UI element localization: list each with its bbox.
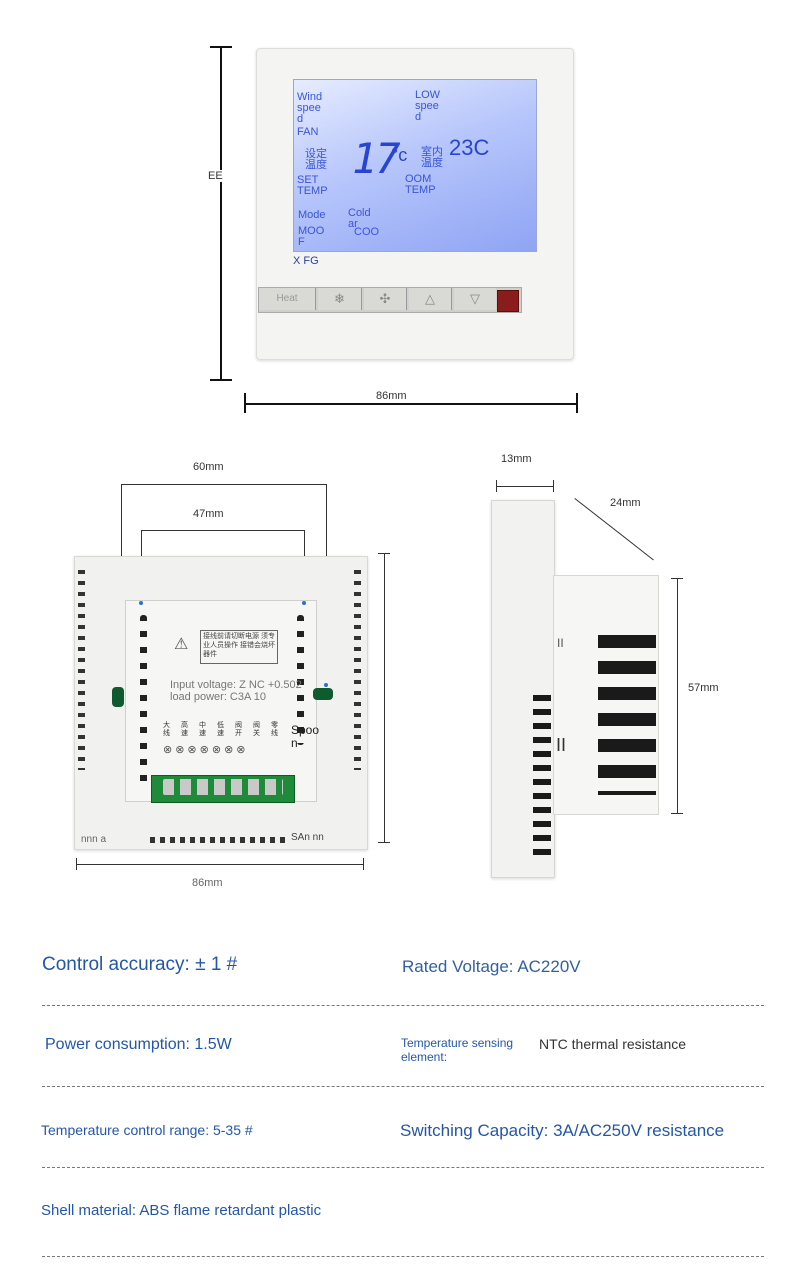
warning-text: 接线前请切断电源 须专业人员操作 接错会烧坏器件 [200,630,278,664]
side-mark-mid: II [556,735,567,755]
side-panel-slots [533,695,551,860]
outer-width-left-tick [121,484,122,602]
width-dimension-cap-left [244,393,246,413]
terminal-label: 中 速 [199,722,206,737]
lcd-fg-label: X FG [293,255,319,267]
lcd-room-value: 23C [449,135,490,160]
down-button[interactable]: ▽ [454,288,496,310]
spec-divider [42,1167,764,1168]
outer-width-line [121,484,327,485]
thickness-cap-left [496,480,497,492]
height-dimension-cap-top [210,46,232,48]
depth-label: 24mm [610,497,641,509]
side-vent-slots [598,635,656,795]
terminal-screws [163,779,283,795]
power-indicator-led [497,290,519,312]
back-height-line [384,553,385,843]
lcd-moo: MOO F [298,225,325,248]
terminal-labels: 大 线 高 速 中 速 低 速 阀 开 阀 关 零 线 [163,722,281,742]
side-height-label: 57mm [688,682,719,694]
spec-divider [42,1086,764,1087]
spec-power-consumption: Power consumption: 1.5W [45,1036,232,1053]
back-height-cap-bottom [378,842,390,843]
width-label: 86mm [376,390,407,402]
height-label: EE [208,170,223,182]
spec-temp-sensing-label: Temperature sensing element: [401,1036,514,1064]
spec-temp-sensing-value: NTC thermal resistance [539,1036,687,1052]
terminal-label: 阀 开 [235,722,242,737]
back-width-cap-left [76,858,77,870]
lcd-set-value: 17 [352,134,401,183]
blue-dot-mount [324,683,328,687]
back-width-label: 86mm [192,877,223,889]
thickness-label: 13mm [501,453,532,465]
lcd-low-speed: LOW spee d [415,89,441,123]
right-vent-slots [354,570,361,770]
lcd-coo: COO [354,226,380,238]
side-height-cap-bottom [671,813,683,814]
lcd-fan: FAN [297,126,319,138]
up-button[interactable]: △ [409,288,452,310]
spec-divider [42,1256,764,1257]
spec-control-accuracy: Control accuracy: ± 1 # [42,954,238,975]
warning-icon: ⚠ [174,636,189,653]
fan-button[interactable]: ✣ [364,288,407,310]
spec-divider [42,1005,764,1006]
inner-width-line [141,530,305,531]
left-vent-slots [78,570,85,770]
terminal-label: 大 线 [163,722,170,737]
terminal-label: 阀 关 [253,722,260,737]
lcd-room-temp-cn: 室内 温度 [421,146,443,169]
height-dimension-cap-bottom [210,379,232,381]
width-dimension-cap-right [576,393,578,413]
back-bottom-right-text: SAn nn [291,832,324,843]
back-width-cap-right [363,858,364,870]
spoon-text: Spoo n [291,723,320,750]
bottom-vent-slots [150,837,288,843]
housing-notches-right [297,615,304,745]
lcd-screen [293,79,537,252]
input-voltage-text: Input voltage: Z NC +0.502 load power: C… [170,679,302,703]
inner-width-label: 47mm [193,508,224,520]
lcd-set-unit: °c [391,145,408,165]
outer-width-label: 60mm [193,461,224,473]
height-dimension-line [220,47,222,380]
blue-dot-left [139,601,143,605]
terminal-screw-row: ⊗⊗⊗⊗⊗⊗⊗ [163,744,249,756]
terminal-label: 零 线 [271,722,278,737]
side-mark-top: II [557,636,564,650]
lcd-set-temp-cn: 设定 温度 [305,148,327,171]
spec-shell-material: Shell material: ABS flame retardant plas… [41,1202,322,1219]
lcd-room-temp: OOM TEMP [405,173,436,196]
terminal-label: 低 速 [217,722,224,737]
thickness-line [496,486,554,487]
terminal-label: 高 速 [181,722,188,737]
mount-hole-right [313,688,333,700]
inner-housing [125,600,317,802]
mount-hole-left [112,687,124,707]
side-height-cap-top [671,578,683,579]
snowflake-button[interactable]: ❄ [318,288,362,310]
spec-switching-capacity: Switching Capacity: 3A/AC250V resistance [400,1121,725,1140]
power-button[interactable]: Heat [259,288,316,310]
lcd-set-temp: SET TEMP [297,174,328,197]
back-width-line [76,864,364,865]
blue-dot-right [302,601,306,605]
spec-temp-control-range: Temperature control range: 5-35 # [41,1122,253,1138]
back-height-cap-top [378,553,390,554]
thickness-cap-right [553,480,554,492]
spec-rated-voltage: Rated Voltage: AC220V [402,957,581,976]
lcd-wind-speed: Wind spee d [297,91,323,125]
width-dimension-line [245,403,578,405]
back-bottom-left-text: nnn a [81,834,107,845]
side-height-line [677,578,678,814]
lcd-mode: Mode [298,209,326,221]
housing-notches-left [140,615,147,785]
lcd-cold: Cold ar [348,207,371,230]
